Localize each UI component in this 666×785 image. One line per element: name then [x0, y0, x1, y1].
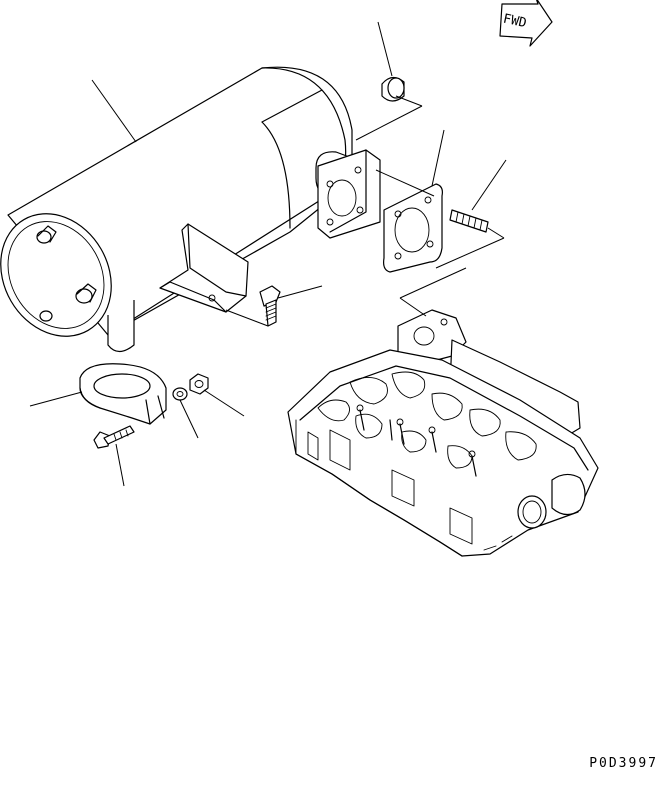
fwd-label: FWD — [502, 12, 528, 32]
bracket-bolt — [259, 285, 281, 327]
pipe-clamp — [79, 363, 167, 425]
leader-lines — [29, 21, 507, 487]
clamp-bolt — [93, 425, 135, 449]
stud-bolt — [449, 209, 489, 233]
hex-nut — [189, 373, 209, 395]
washer — [172, 387, 188, 401]
end-face-bolt — [36, 225, 97, 322]
drawing-code: P0D3997 — [589, 756, 658, 771]
muffler — [0, 66, 381, 353]
flange-gasket — [383, 183, 443, 273]
cylinder-head — [287, 309, 599, 557]
spacer-collar — [381, 76, 405, 102]
fwd-arrow-icon: FWD — [499, 0, 553, 47]
